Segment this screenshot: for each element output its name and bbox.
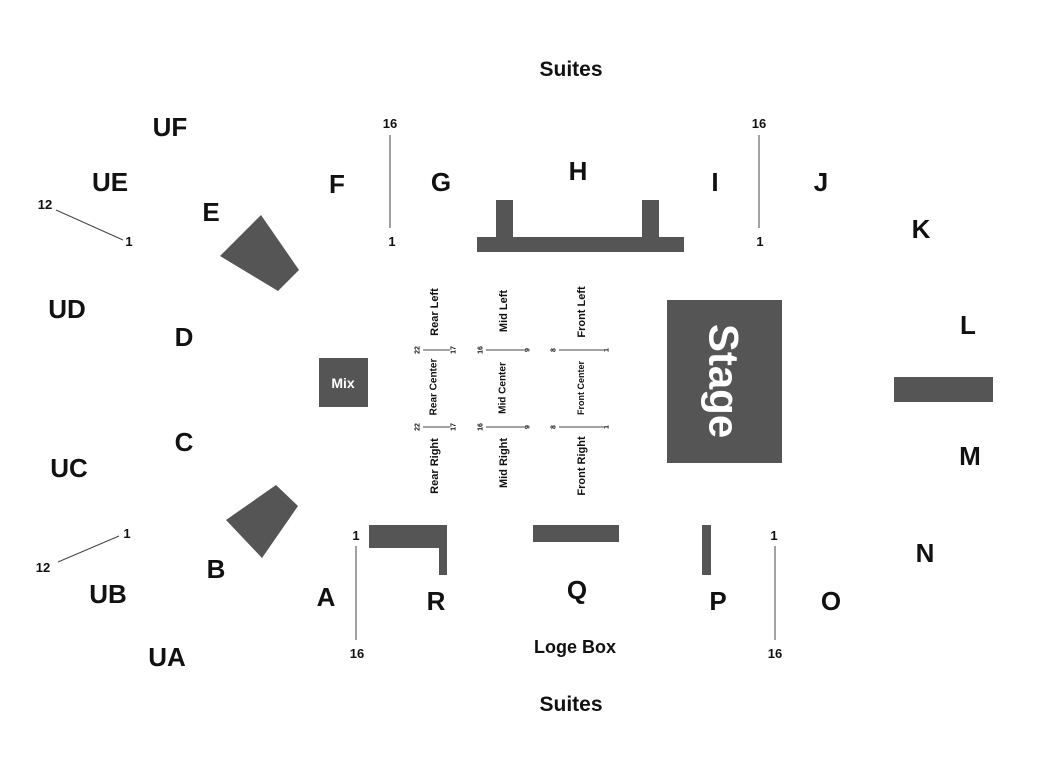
section-n[interactable]: N — [916, 538, 935, 568]
section-p-structure — [702, 525, 711, 575]
section-i[interactable]: I — [711, 167, 718, 197]
floor-rear-left[interactable]: Rear Left — [429, 288, 441, 336]
stage-label: Stage — [701, 324, 748, 438]
floor-mid-left[interactable]: Mid Left — [498, 290, 510, 332]
section-j[interactable]: J — [814, 167, 828, 197]
fg-row-bottom: 1 — [388, 234, 395, 249]
suites-top-label: Suites — [539, 58, 602, 81]
front-upper-start: 8 — [551, 348, 558, 352]
section-ua[interactable]: UA — [148, 642, 186, 672]
section-o[interactable]: O — [821, 586, 841, 616]
fg-row-top: 16 — [383, 116, 397, 131]
section-g[interactable]: G — [431, 167, 451, 197]
po-row-bottom: 16 — [768, 646, 782, 661]
mix-block — [319, 358, 368, 407]
section-l[interactable]: L — [960, 310, 976, 340]
section-r[interactable]: R — [427, 586, 446, 616]
ub-row-start: 1 — [123, 526, 130, 541]
section-f[interactable]: F — [329, 169, 345, 199]
floor-mid-right[interactable]: Mid Right — [498, 438, 510, 488]
rear-upper-end: 17 — [451, 346, 458, 354]
rear-lower-start: 22 — [415, 423, 422, 431]
mid-lower-start: 16 — [478, 423, 485, 431]
front-lower-end: 1 — [604, 425, 611, 429]
section-a[interactable]: A — [317, 582, 336, 612]
section-b[interactable]: B — [207, 554, 226, 584]
mid-upper-end: 9 — [525, 348, 532, 352]
section-d[interactable]: D — [175, 322, 194, 352]
floor-rear-right[interactable]: Rear Right — [429, 438, 441, 494]
section-lm-structure — [894, 377, 993, 402]
section-uf[interactable]: UF — [153, 112, 188, 142]
section-r-structure — [369, 525, 447, 575]
section-h[interactable]: H — [569, 156, 588, 186]
section-k[interactable]: K — [912, 214, 931, 244]
section-h-structure — [477, 200, 684, 252]
floor-front-left[interactable]: Front Left — [576, 286, 588, 338]
ar-row-bottom: 16 — [350, 646, 364, 661]
section-uc[interactable]: UC — [50, 453, 88, 483]
mid-upper-start: 16 — [478, 346, 485, 354]
section-c[interactable]: C — [175, 427, 194, 457]
ij-row-bottom: 1 — [756, 234, 763, 249]
rear-upper-start: 22 — [415, 346, 422, 354]
section-ud[interactable]: UD — [48, 294, 86, 324]
wedge-upper-left — [220, 215, 299, 291]
suites-bottom-label: Suites — [539, 693, 602, 716]
ue-row-start: 1 — [125, 234, 132, 249]
mix-label: Mix — [331, 375, 355, 391]
floor-rear-center[interactable]: Rear Center — [429, 359, 440, 416]
ue-row-line — [55, 209, 124, 241]
floor-front-right[interactable]: Front Right — [576, 436, 588, 496]
wedge-lower-left — [226, 485, 298, 558]
section-p[interactable]: P — [709, 586, 726, 616]
ue-row-end: 12 — [38, 197, 52, 212]
section-e[interactable]: E — [202, 197, 219, 227]
loge-box-label: Loge Box — [534, 637, 616, 657]
section-m[interactable]: M — [959, 441, 981, 471]
section-ue[interactable]: UE — [92, 167, 128, 197]
section-ub[interactable]: UB — [89, 579, 127, 609]
po-row-top: 1 — [770, 528, 777, 543]
floor-mid-center[interactable]: Mid Center — [498, 362, 509, 414]
stage-block[interactable] — [667, 300, 782, 463]
ub-row-end: 12 — [36, 560, 50, 575]
front-lower-start: 8 — [551, 425, 558, 429]
section-q[interactable]: Q — [567, 575, 587, 605]
mid-lower-end: 9 — [525, 425, 532, 429]
rear-lower-end: 17 — [451, 423, 458, 431]
floor-front-center[interactable]: Front Center — [576, 361, 586, 415]
ub-row-line — [57, 535, 120, 563]
ij-row-top: 16 — [752, 116, 766, 131]
section-q-structure — [533, 525, 619, 542]
front-upper-end: 1 — [604, 348, 611, 352]
ar-row-top: 1 — [352, 528, 359, 543]
